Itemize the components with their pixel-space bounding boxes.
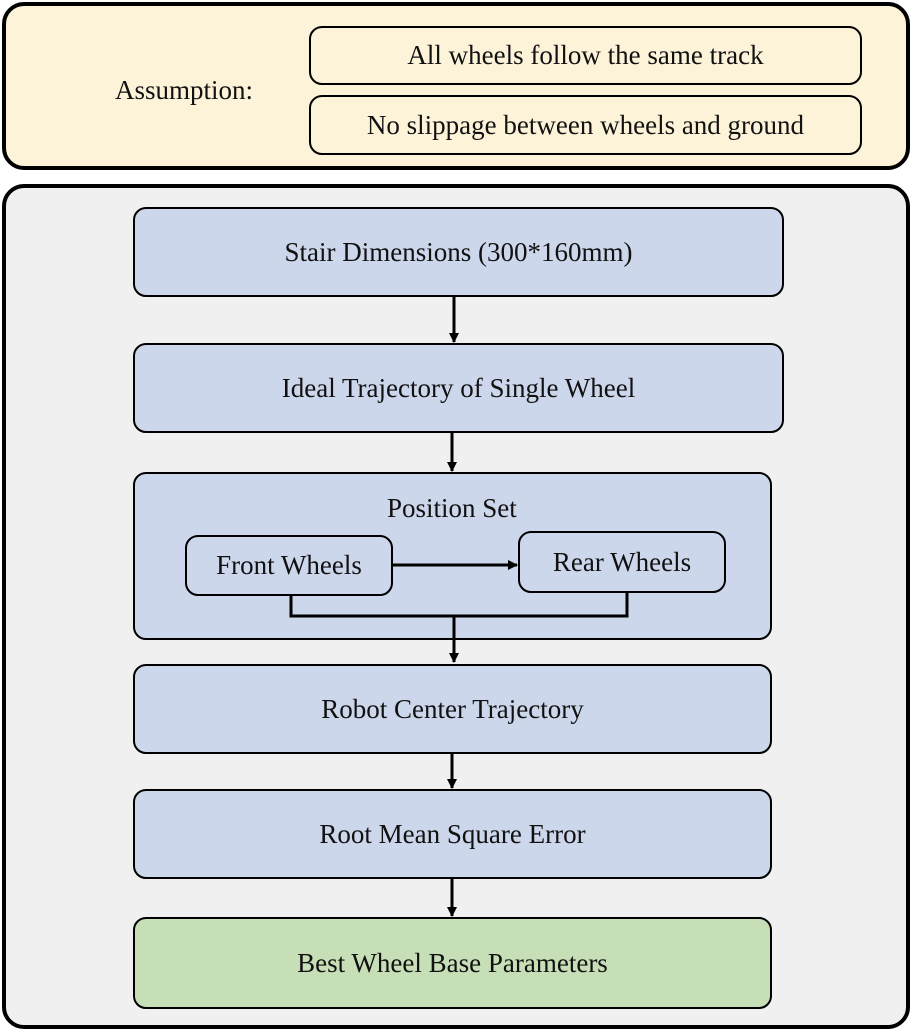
assumption-item-no-slippage: No slippage between wheels and ground [309,95,862,155]
assumption-item-same-track: All wheels follow the same track [309,26,862,85]
step-stair-dimensions: Stair Dimensions (300*160mm) [133,207,784,297]
step-robot-center-trajectory: Robot Center Trajectory [133,664,772,754]
step-best-wheel-base: Best Wheel Base Parameters [133,917,772,1009]
rear-wheels-box: Rear Wheels [518,531,726,593]
assumption-label: Assumption: [115,75,254,105]
position-set-title: Position Set [387,493,517,523]
step-ideal-trajectory: Ideal Trajectory of Single Wheel [133,343,784,433]
bracket-wheels-join [289,593,629,618]
step-rmse: Root Mean Square Error [133,789,772,879]
front-wheels-box: Front Wheels [185,535,393,596]
